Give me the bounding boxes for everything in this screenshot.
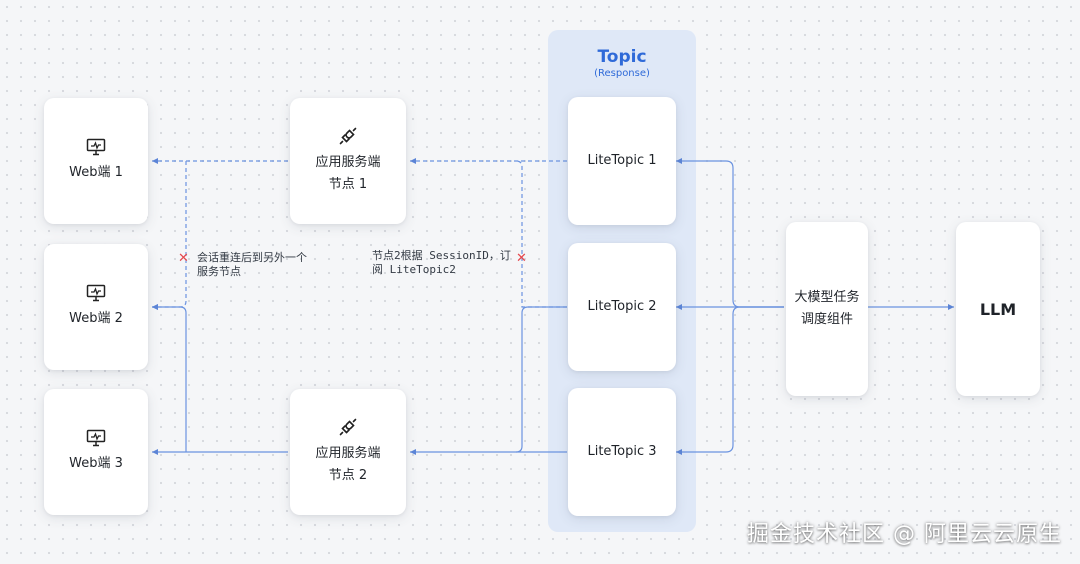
topic-subtitle: (Response) xyxy=(594,68,650,79)
monitor-icon xyxy=(86,284,106,302)
cross-mark: ✕ xyxy=(516,251,527,266)
lite-topic-label: LiteTopic 1 xyxy=(587,153,657,168)
scheduler-line1: 大模型任务 xyxy=(794,290,860,305)
topic-title: Topic xyxy=(597,47,647,67)
scheduler-line2: 调度组件 xyxy=(800,312,853,327)
web-client-3: Web端 3 xyxy=(44,389,148,515)
dashed-topic2-to-node1 xyxy=(515,160,567,308)
plug-icon xyxy=(338,126,358,146)
lite-topic-1: LiteTopic 1 xyxy=(568,97,676,225)
web-client-1: Web端 1 xyxy=(44,98,148,224)
web-client-label: Web端 3 xyxy=(69,456,123,471)
plug-icon xyxy=(338,417,358,437)
lite-topic-label: LiteTopic 2 xyxy=(587,299,657,314)
subscribe-note: 节点2根据 SessionID，订 阅 LiteTopic2 xyxy=(372,249,511,276)
solid-topic2-to-node2 xyxy=(515,306,567,453)
app-node-line1: 应用服务端 xyxy=(315,446,381,461)
web-client-2: Web端 2 xyxy=(44,244,148,370)
watermark: 掘金技术社区 @ 阿里云云原生 xyxy=(747,522,1062,547)
app-node-line2: 节点 1 xyxy=(328,177,368,192)
llm-label: LLM xyxy=(979,299,1017,319)
web-client-label: Web端 1 xyxy=(69,165,123,180)
app-node-line2: 节点 2 xyxy=(328,468,368,483)
lite-topic-label: LiteTopic 3 xyxy=(587,444,657,459)
lite-topic-3: LiteTopic 3 xyxy=(568,388,676,516)
cross-mark: ✕ xyxy=(178,251,189,266)
app-node-2: 应用服务端 节点 2 xyxy=(290,389,406,515)
sched-to-topic3 xyxy=(676,306,784,455)
scheduler-component: 大模型任务 调度组件 xyxy=(786,222,868,396)
reconnect-note: 会话重连后到另外一个 服务节点 xyxy=(197,251,307,278)
monitor-icon xyxy=(86,138,106,156)
solid-node2-to-web2 xyxy=(152,304,187,452)
app-node-1: 应用服务端 节点 1 xyxy=(290,98,406,224)
dashed-node1-to-web2 xyxy=(152,161,187,310)
web-client-label: Web端 2 xyxy=(69,311,123,326)
llm-box: LLM xyxy=(956,222,1040,396)
sched-to-topic1 xyxy=(676,158,784,308)
lite-topic-2: LiteTopic 2 xyxy=(568,243,676,371)
monitor-icon xyxy=(86,429,106,447)
app-node-line1: 应用服务端 xyxy=(315,155,381,170)
